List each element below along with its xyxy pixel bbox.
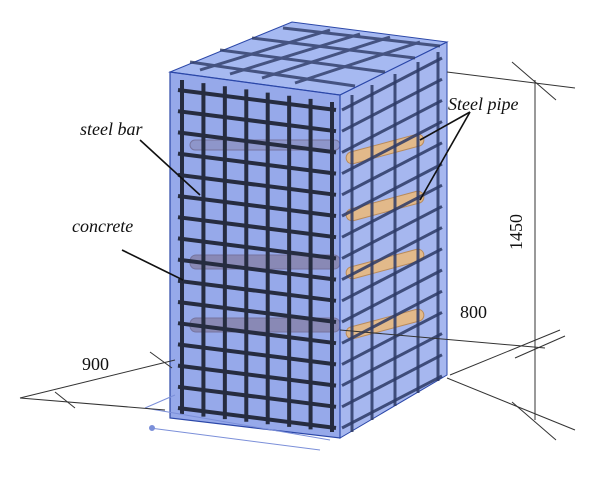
width-dimension-label: 900 <box>82 354 109 374</box>
height-dimension-label: 1450 <box>506 214 526 250</box>
rebar-hoop <box>177 236 337 261</box>
rebar-hoop-side <box>341 99 443 154</box>
leader-lines <box>121 111 471 281</box>
rebar-hoop-side <box>341 77 443 133</box>
rebar-hoop <box>177 88 337 112</box>
steel-pipe-label: Steel pipe <box>448 94 518 114</box>
rebar-front-verticals <box>180 80 334 432</box>
steel-bar-label: steel bar <box>80 119 143 139</box>
width-dimension-line <box>19 359 176 399</box>
depth-dimension-label: 800 <box>460 302 487 322</box>
rebar-hoop <box>177 363 337 388</box>
rebar-hoop <box>177 300 337 324</box>
concrete-label: concrete <box>72 216 133 236</box>
rebar-hoop <box>177 342 337 367</box>
rebar-hoop-side <box>341 268 443 324</box>
rebar-hoop-side <box>341 374 443 430</box>
concrete-front-face <box>169 71 341 439</box>
dimension-lines <box>19 61 576 441</box>
rebar-side-hoops <box>341 56 443 430</box>
rebar-hoop <box>177 151 337 176</box>
rebar-hoop <box>177 406 337 430</box>
rebar-hoop-side <box>341 226 443 281</box>
rebar-hoop-side <box>341 205 443 260</box>
rebar-front-hoops <box>177 88 337 430</box>
rebar-hoop <box>177 321 337 346</box>
rebar-hoop <box>177 194 337 218</box>
rebar-hoop <box>177 278 337 303</box>
rebar-hoop <box>177 172 337 197</box>
rebar-hoop-side <box>341 353 443 409</box>
rebar-hoop-side <box>341 183 443 239</box>
depth-dimension-line <box>339 329 546 349</box>
rebar-hoop <box>177 384 337 409</box>
rebar-side <box>350 52 440 432</box>
rebar-top <box>189 26 441 88</box>
rebar-hoop <box>177 130 337 155</box>
rebar-hoop-side <box>341 332 443 387</box>
rebar-hoop-side <box>341 56 443 112</box>
rebar-hoop-side <box>341 141 443 197</box>
rebar-hoop-side <box>341 120 443 175</box>
rebar-hoop-side <box>341 247 443 303</box>
steel-bar-leader <box>139 139 201 196</box>
rebar-hoop <box>177 257 337 282</box>
rebar-hoop-side <box>341 311 443 366</box>
rebar-hoop-side <box>341 162 443 218</box>
steel-pipe-leader <box>419 111 471 141</box>
concrete-leader <box>121 249 184 281</box>
rebar-hoop <box>177 215 337 240</box>
base-outline <box>144 394 331 451</box>
steel-pipe-leader-2 <box>419 111 471 201</box>
rebar-hoop-side <box>341 289 443 345</box>
rebar-hoop <box>177 109 337 134</box>
